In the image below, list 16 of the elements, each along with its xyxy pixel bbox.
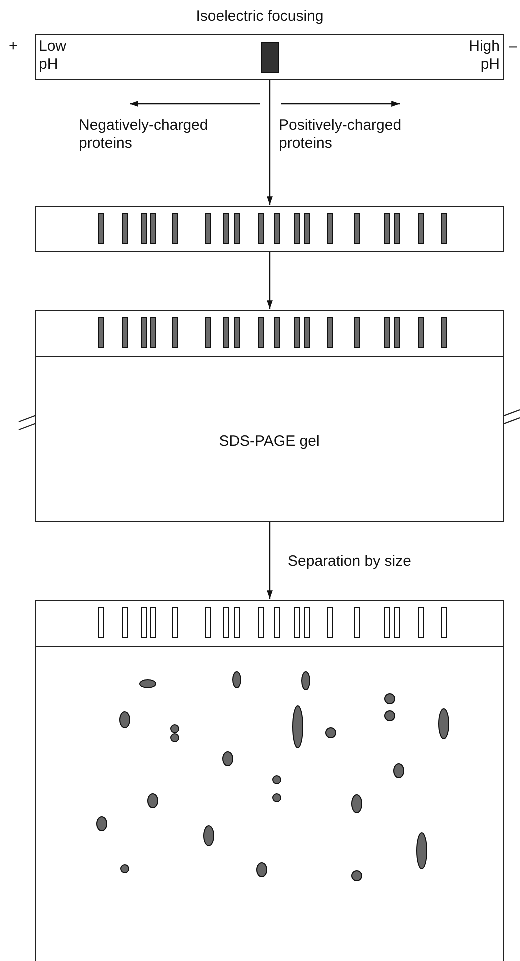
gel-label: SDS-PAGE gel <box>218 433 321 451</box>
gel-slab <box>35 600 504 961</box>
gel-slab <box>35 310 504 522</box>
ph-label: High pH <box>468 38 500 74</box>
focused-strip <box>35 206 504 252</box>
edge-label: Separation by size <box>288 553 412 571</box>
title: Isoelectric focusing <box>195 8 325 26</box>
protein-direction-label: Positively-charged proteins <box>279 117 403 153</box>
arrow <box>267 80 273 205</box>
arrow <box>267 522 273 599</box>
ph-label: Low pH <box>39 38 68 74</box>
arrow <box>267 252 273 309</box>
protein-direction-label: Negatively-charged proteins <box>79 117 210 153</box>
polarity-sign: – <box>509 38 518 56</box>
polarity-sign: + <box>9 38 18 56</box>
ief-strip <box>35 34 504 80</box>
